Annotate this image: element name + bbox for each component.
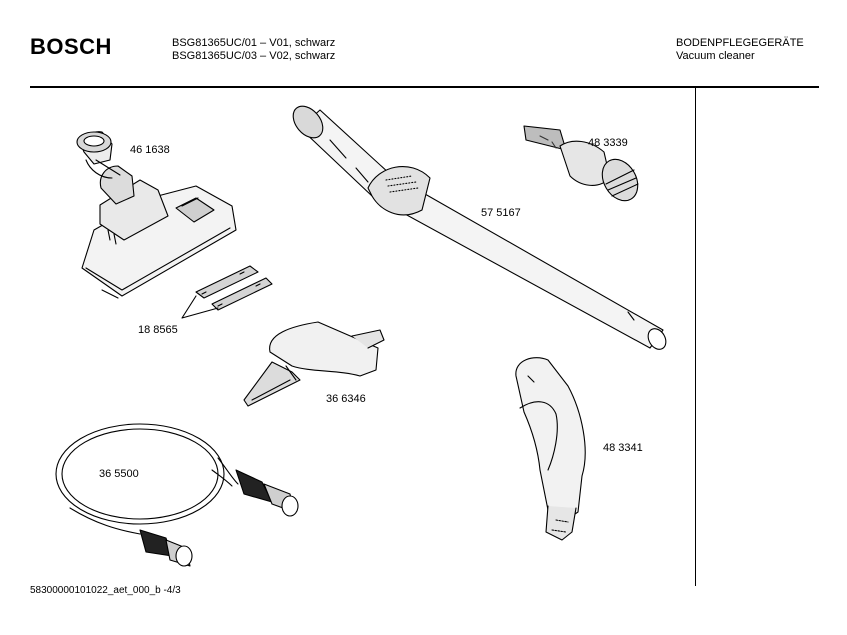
telescopic-tube-icon xyxy=(292,105,667,350)
model-list: BSG81365UC/01 – V01, schwarz BSG81365UC/… xyxy=(172,37,335,63)
crevice-nozzle-icon xyxy=(243,321,385,407)
hose-handle-icon xyxy=(515,357,586,541)
category-heading: BODENPFLEGEGERÄTE Vacuum cleaner xyxy=(676,37,804,63)
suction-hose-icon xyxy=(55,423,299,567)
model-line: BSG81365UC/03 – V02, schwarz xyxy=(172,50,336,62)
part-number-label: 36 6346 xyxy=(326,393,366,405)
document-id: 58300000101022_aet_000_b -4/3 xyxy=(30,585,181,596)
upholstery-nozzle-icon xyxy=(523,125,639,202)
part-number-label: 48 3341 xyxy=(603,442,643,454)
model-line: BSG81365UC/01 – V01, schwarz xyxy=(172,37,336,49)
part-number-label: 57 5167 xyxy=(481,207,521,219)
margin-divider xyxy=(695,88,696,586)
brush-strips-icon xyxy=(181,265,273,319)
floor-nozzle-icon xyxy=(76,131,237,299)
brand-logo: BOSCH xyxy=(30,34,112,59)
part-number-label: 48 3339 xyxy=(588,137,628,149)
part-number-label: 18 8565 xyxy=(138,324,178,336)
header-divider xyxy=(30,86,819,88)
category-en: Vacuum cleaner xyxy=(676,50,755,62)
part-number-label: 36 5500 xyxy=(99,468,139,480)
category-de: BODENPFLEGEGERÄTE xyxy=(676,37,804,49)
part-number-label: 46 1638 xyxy=(130,144,170,156)
